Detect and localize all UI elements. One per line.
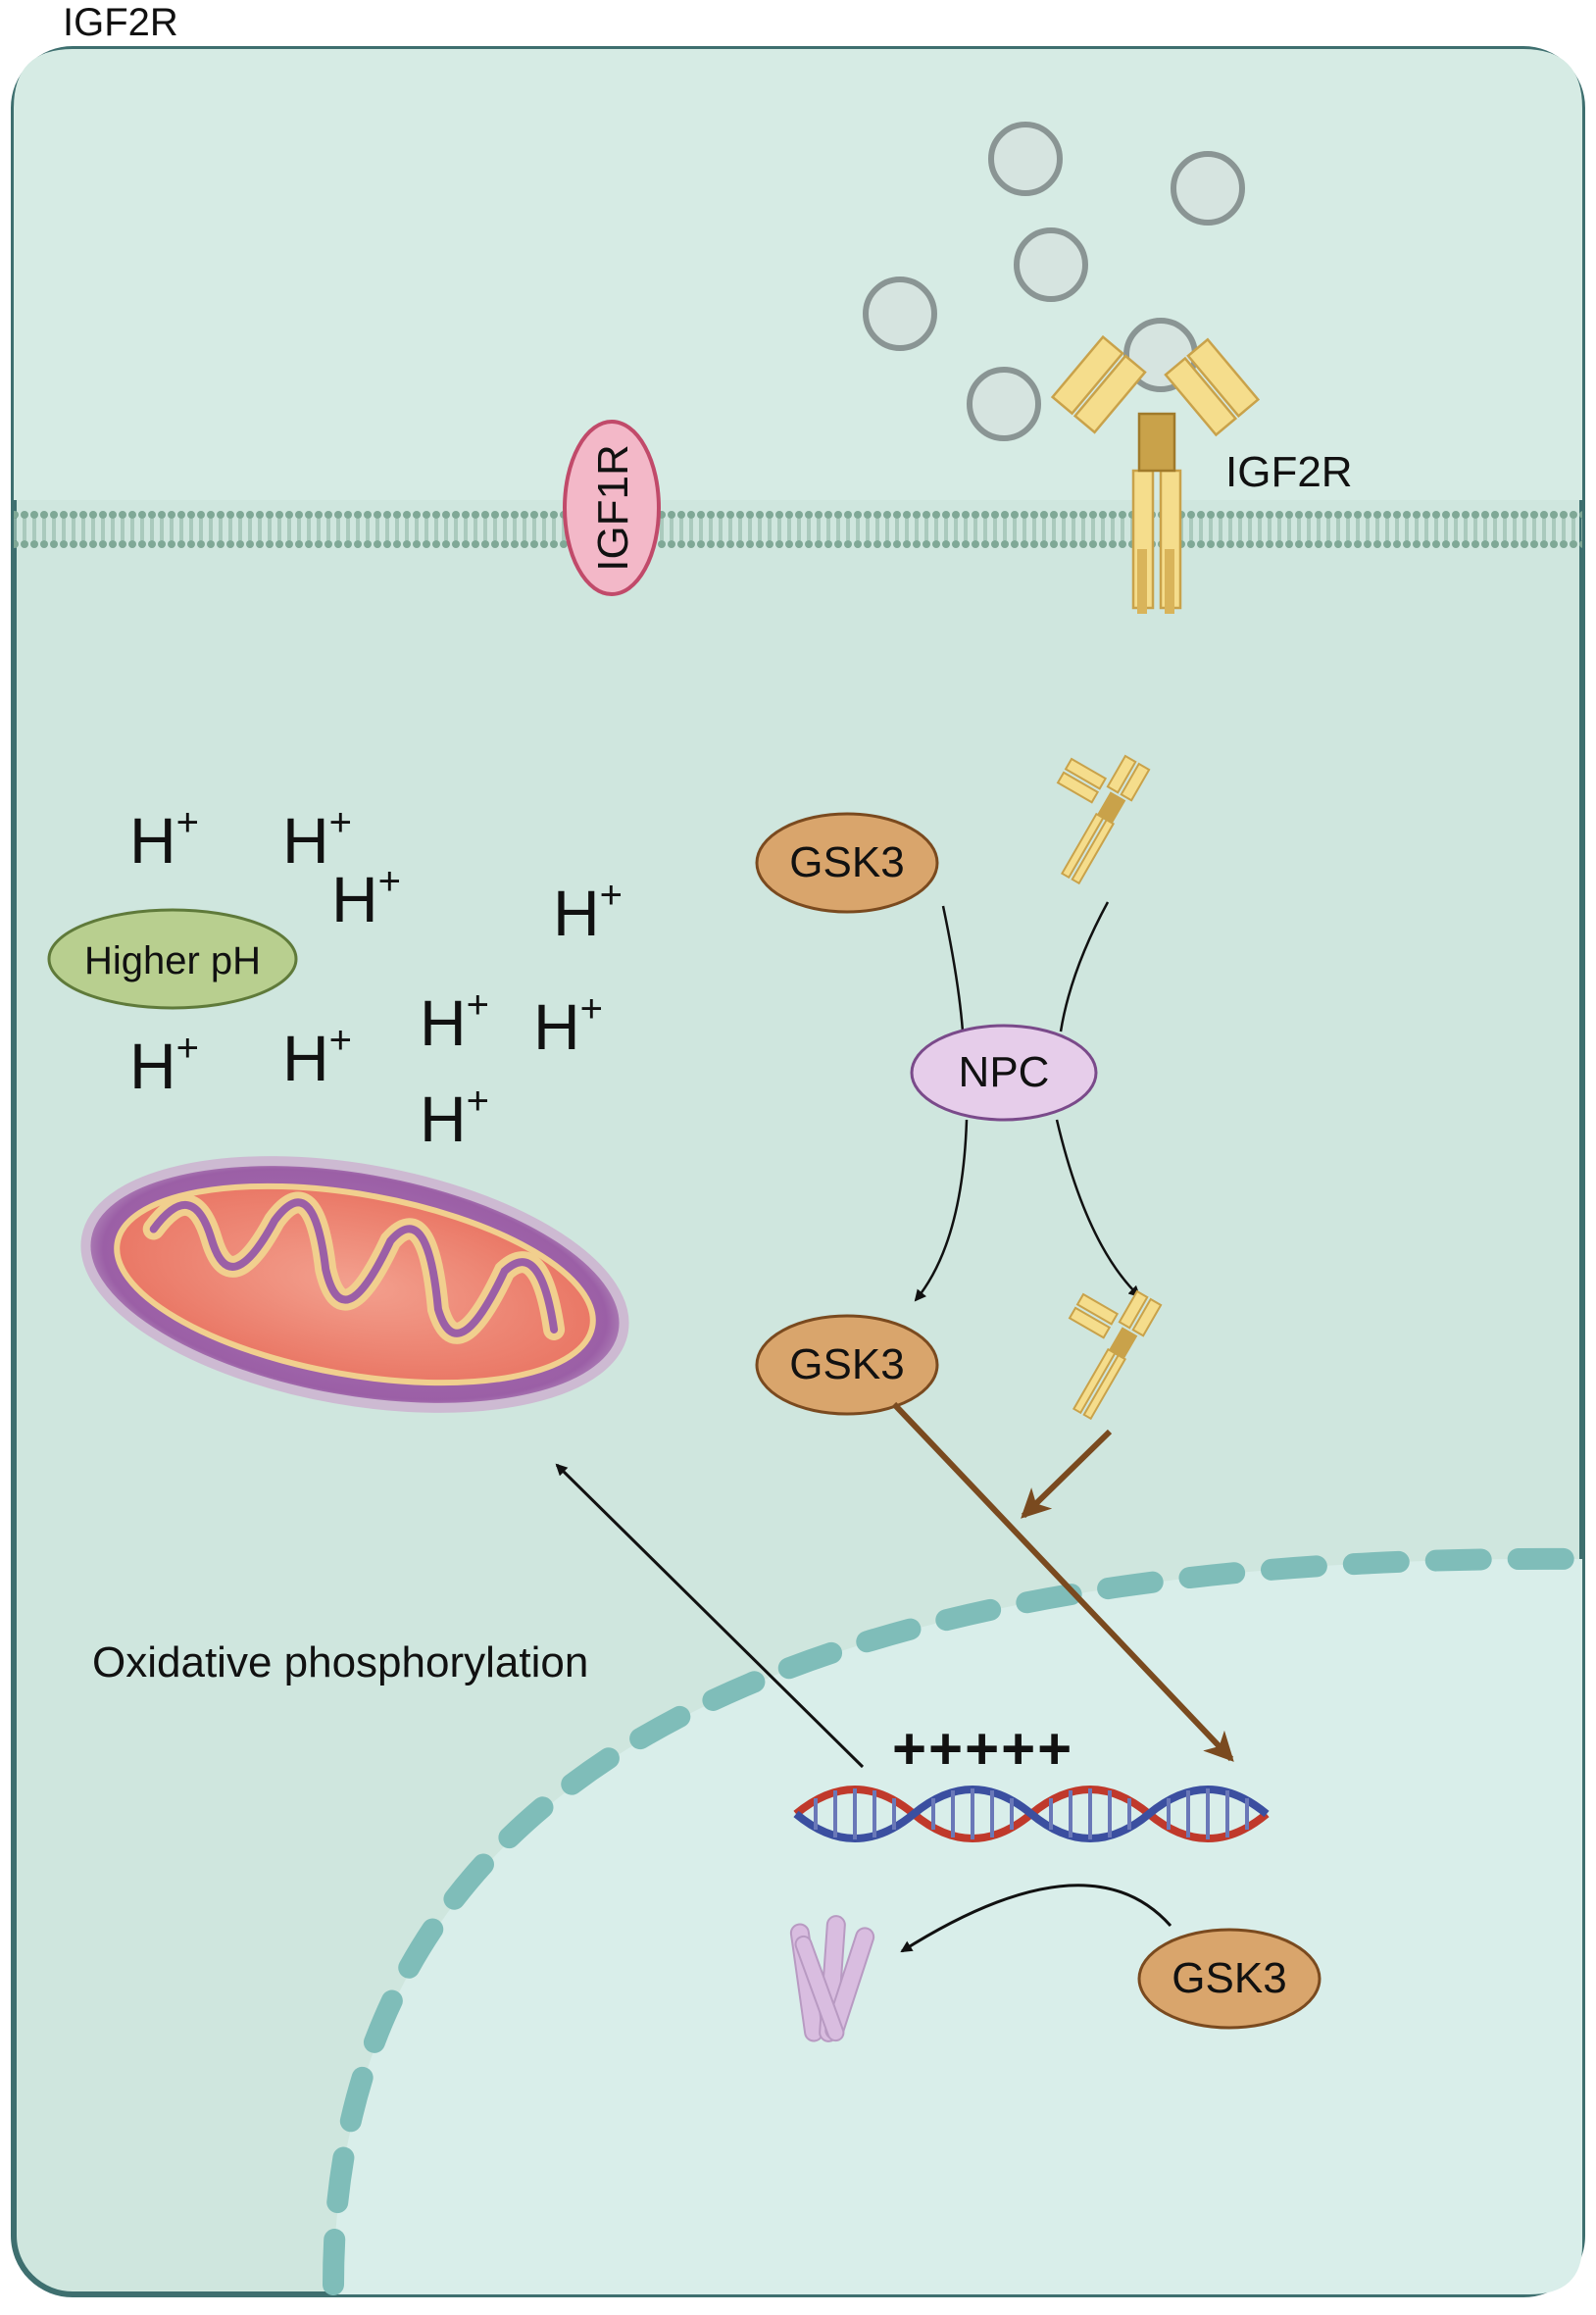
igf2r-label: IGF2R [1225,448,1353,496]
gsk3-middle-node: GSK3 [755,1314,939,1416]
svg-text:H+: H+ [129,801,199,877]
gsk3-to-dna-arrow [891,1401,1234,1762]
extracellular-region [14,49,1582,500]
mitochondrion [80,1156,629,1413]
npc-label: NPC [959,1048,1050,1096]
gsk3-nucleus-node: GSK3 [1137,1928,1322,2030]
gsk3-middle-label: GSK3 [789,1340,904,1388]
dna-helix [793,1786,1270,1842]
nuclear-envelope [323,1547,1593,2295]
svg-text:H+: H+ [533,987,603,1063]
svg-text:H+: H+ [553,874,623,949]
svg-text:H+: H+ [129,1027,199,1102]
gsk3-top-label: GSK3 [789,838,904,886]
internalized-igf2r-top [1056,754,1151,885]
oxphos-arrow [555,1463,865,1769]
plasma-membrane [14,510,1582,549]
internalized-igf2r-middle [1068,1289,1163,1421]
igf2r-receptor [1050,334,1261,614]
svg-text:H+: H+ [420,1080,489,1155]
igf1r-receptor: IGF1R [563,420,661,596]
protein-bundle [789,1915,875,2042]
npc-to-gsk3-arrow [914,1119,969,1302]
oxphos-label: Oxidative phosphorylation [92,1638,588,1686]
gsk3-nucleus-label: GSK3 [1172,1954,1286,2002]
gsk3-to-npc-line [941,905,965,1032]
npc-node: NPC [910,1024,1098,1122]
proton-cluster: H+ H+ H+ H+ H+ H+ H+ H+ H+ [129,801,623,1155]
transcription-marks: +++++ [892,1716,1073,1782]
svg-text:H+: H+ [282,1019,352,1094]
igf1r-label: IGF1R [589,444,637,572]
svg-text:H+: H+ [420,983,489,1059]
npc-to-igf2r-arrow [1055,1119,1141,1298]
gsk3-to-protein-arrow [900,1884,1172,1953]
igf2r-to-npc-line [1059,901,1110,1032]
higher-ph-label: Higher pH [84,939,261,982]
svg-text:H+: H+ [282,801,352,877]
higher-ph-node: Higher pH [47,908,298,1010]
igf2r-to-pathway-arrow [1021,1429,1113,1519]
svg-text:H+: H+ [331,860,401,935]
header-title: IGF2R [63,1,178,44]
gsk3-top-node: GSK3 [755,812,939,914]
